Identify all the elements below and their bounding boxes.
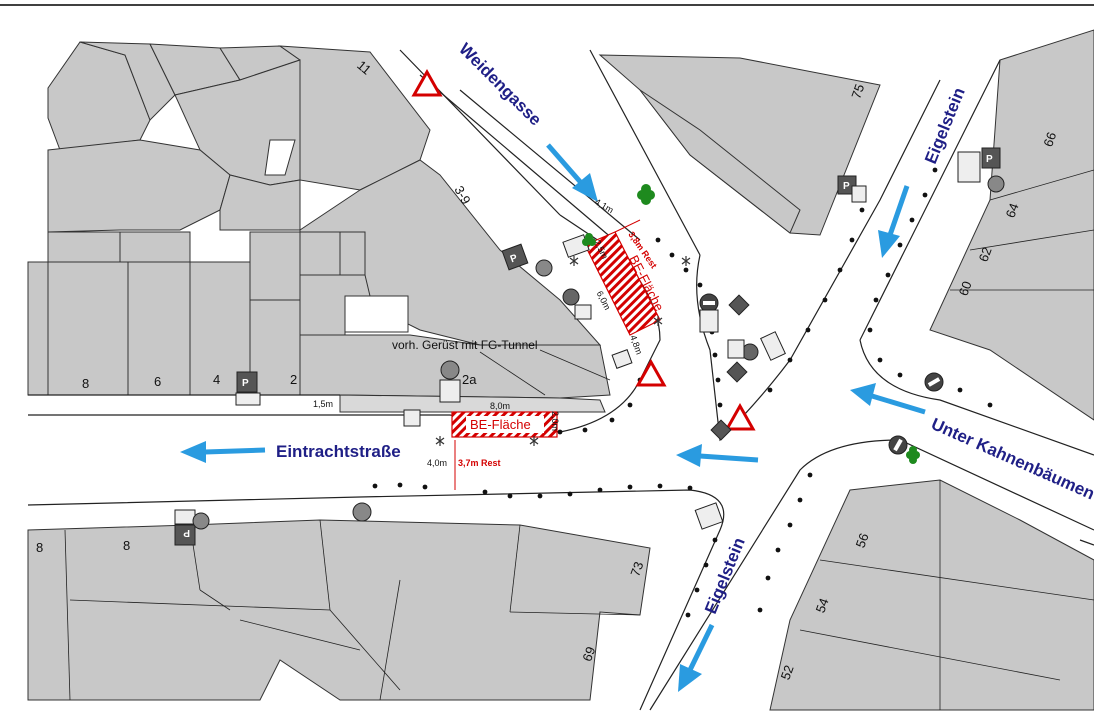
no-parking-sign-icon	[439, 360, 461, 403]
traffic-arrow-center	[676, 444, 759, 467]
house-number: 56	[853, 531, 872, 550]
warning-beacon-icon	[435, 436, 445, 446]
rest-width-label: 3,7m Rest	[458, 458, 501, 468]
house-number: 54	[813, 596, 832, 615]
barrier-dots-north	[557, 167, 993, 613]
house-number: 2a	[462, 372, 477, 387]
house-number: 6	[154, 374, 161, 389]
svg-text:P: P	[843, 181, 850, 192]
no-entry-sign-icon	[924, 372, 944, 392]
warning-beacon-icon	[681, 256, 691, 266]
tree-icon	[582, 233, 596, 246]
warning-beacon-icon	[529, 436, 539, 446]
house-number: 69	[579, 645, 598, 664]
warning-triangle-icon	[724, 402, 756, 431]
tree-icon	[637, 184, 655, 205]
house-number: 62	[976, 245, 995, 264]
svg-text:P: P	[986, 154, 993, 165]
warning-beacon-icon	[653, 316, 663, 326]
direction-sign-icon	[726, 361, 748, 383]
direction-sign-icon	[694, 502, 724, 530]
parking-sign-icon: P	[957, 147, 1001, 183]
direction-sign-icon	[611, 349, 633, 369]
tree-icon	[906, 446, 920, 464]
dimension-label: 4,8m	[628, 334, 644, 356]
note-leader	[539, 349, 611, 381]
building-block-northeast	[598, 54, 881, 236]
house-number: 8	[82, 376, 89, 391]
house-number: 73	[627, 560, 646, 579]
parking-sign-icon: P	[501, 243, 529, 271]
direction-sign-icon	[728, 294, 750, 316]
direction-sign-icon	[699, 309, 719, 333]
svg-text:P: P	[242, 378, 249, 389]
note-leader-2	[479, 351, 546, 396]
direction-sign-icon	[562, 288, 592, 320]
svg-text:P: P	[509, 253, 519, 266]
house-number: 66	[1040, 130, 1059, 149]
house-number: 60	[956, 279, 975, 298]
traffic-arrow-eintrachtstrasse	[180, 441, 266, 463]
warning-beacon-icon	[569, 256, 579, 266]
no-entry-sign-icon	[888, 435, 908, 455]
house-number: 8	[123, 538, 130, 553]
be-area-south-label: BE-Fläche	[470, 417, 531, 432]
building-block-northwest	[27, 41, 611, 413]
parking-sign-icon: P	[837, 175, 867, 203]
no-parking-sign-icon	[352, 502, 372, 522]
house-number: 2	[290, 372, 297, 387]
dimension-label: 2,0m	[550, 411, 560, 431]
direction-sign-icon	[710, 419, 732, 441]
direction-sign-icon	[403, 409, 421, 427]
no-parking-sign-icon	[987, 175, 1005, 193]
building-block-east	[929, 29, 1094, 421]
svg-text:P: P	[183, 527, 190, 538]
building-block-southeast	[769, 479, 1094, 711]
scaffold-strip	[339, 394, 606, 413]
street-label-eigelstein-bottom: Eigelstein	[701, 535, 749, 617]
warning-triangle-icon	[635, 358, 667, 387]
no-entry-sign-icon	[699, 293, 719, 313]
dimension-label: 8,0m	[490, 401, 510, 411]
dimension-label: 4,1m	[593, 197, 615, 216]
no-parking-sign-icon	[192, 512, 210, 530]
house-number: 64	[1003, 201, 1022, 220]
dimension-label: 4,0m	[427, 458, 447, 468]
dimension-label: 1,5m	[313, 399, 333, 409]
building-block-south	[27, 519, 651, 701]
street-label-eintrachtstrasse: Eintrachtstraße	[276, 442, 401, 461]
barrier-dots-south	[372, 482, 718, 618]
no-parking-sign-icon	[535, 259, 553, 277]
parking-sign-icon: P	[174, 509, 196, 546]
rest-marker-line-north	[614, 219, 641, 233]
scaffold-note: vorh. Gerüst mit FG-Tunnel	[392, 338, 538, 352]
house-number: 52	[778, 663, 797, 682]
direction-sign-icon	[727, 331, 786, 361]
parking-sign-icon: P	[235, 371, 261, 406]
traffic-arrow-eigelstein-top	[878, 185, 910, 258]
be-area-south: BE-Fläche	[451, 411, 558, 438]
traffic-arrow-weidengasse	[546, 143, 598, 202]
house-number: 4	[213, 372, 220, 387]
house-number: 8	[36, 540, 43, 555]
traffic-arrow-eigelstein-bottom	[678, 623, 715, 692]
warning-triangle-icon	[411, 68, 443, 97]
traffic-arrow-unter-kahnenbaeumen	[850, 383, 926, 415]
house-number: 75	[848, 82, 867, 101]
